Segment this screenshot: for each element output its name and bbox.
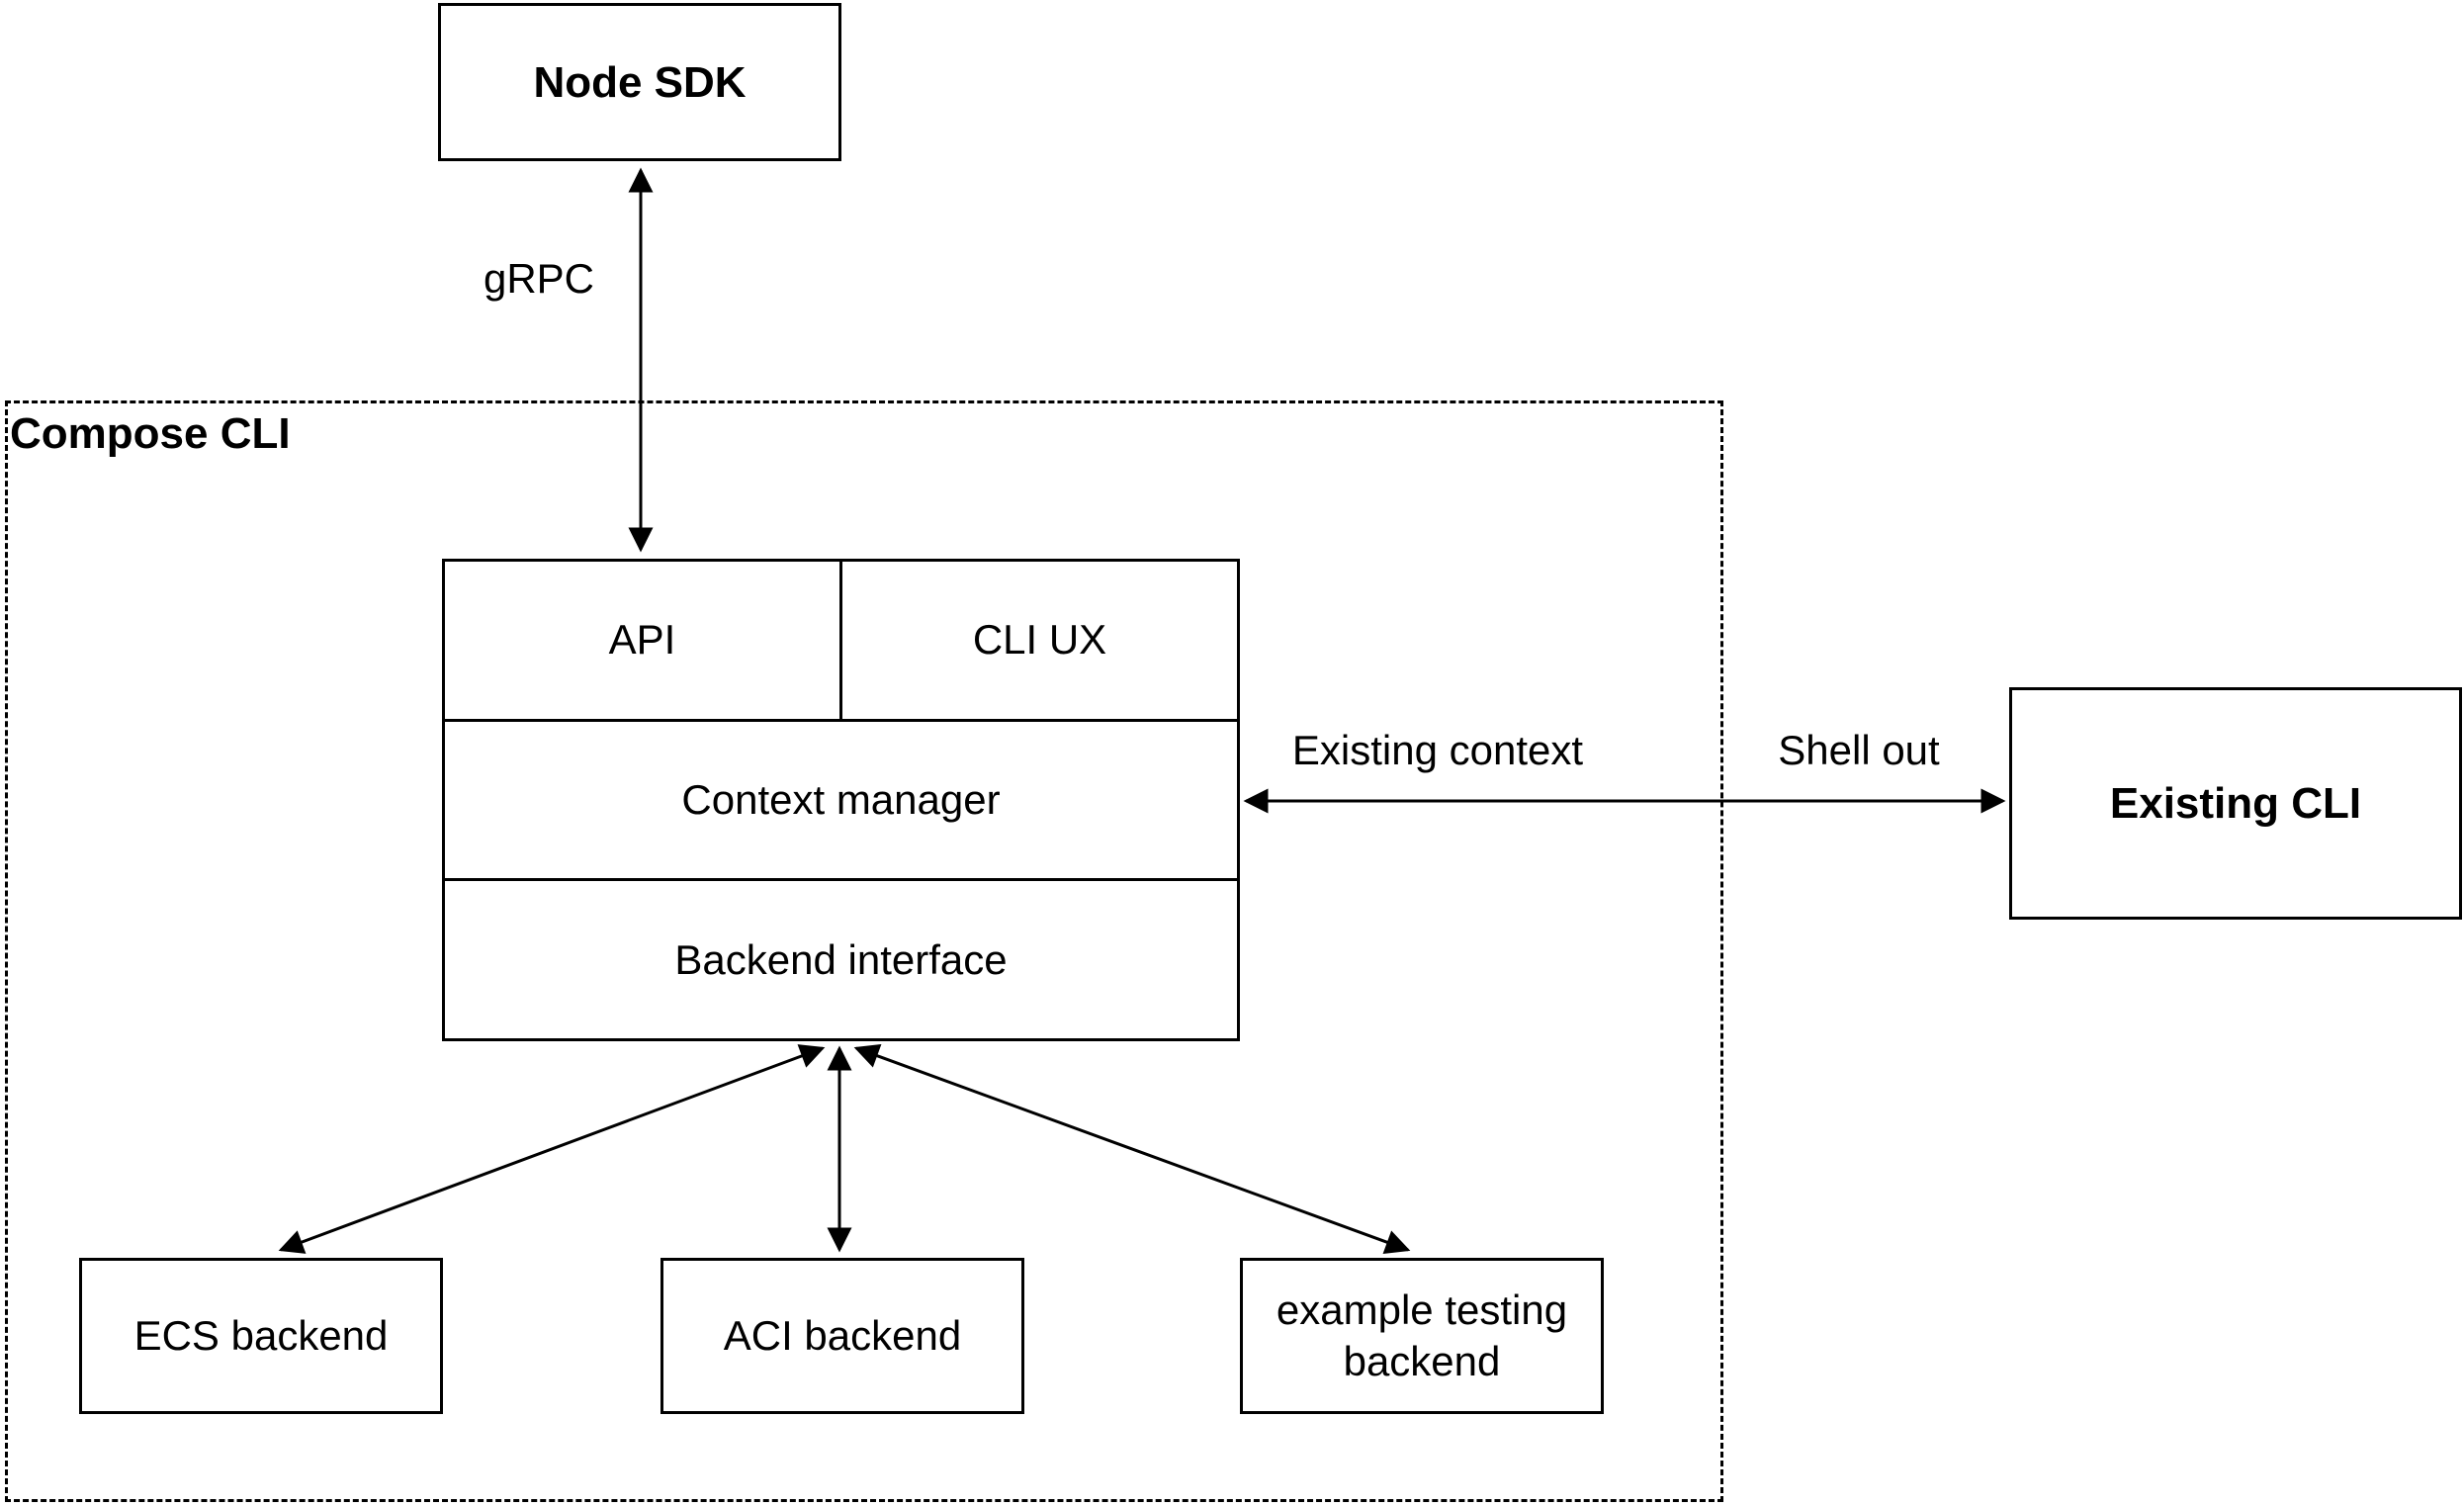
example-testing-backend-label: example testing backend <box>1276 1285 1568 1385</box>
api-box: API <box>445 562 839 719</box>
compose-cli-container-label: Compose CLI <box>10 409 291 458</box>
compose-cli-container <box>5 400 1723 1502</box>
api-label: API <box>608 616 676 664</box>
existing-context-edge-label: Existing context <box>1291 727 1584 773</box>
cli-ux-label: CLI UX <box>972 616 1107 664</box>
grpc-edge-label: gRPC <box>483 255 595 302</box>
existing-cli-box: Existing CLI <box>2009 687 2462 920</box>
context-manager-label: Context manager <box>681 776 1001 823</box>
node-sdk-box: Node SDK <box>438 3 841 161</box>
node-sdk-label: Node SDK <box>533 57 747 107</box>
example-testing-backend-box: example testing backend <box>1240 1258 1604 1414</box>
existing-cli-label: Existing CLI <box>2109 779 2362 828</box>
cli-ux-box: CLI UX <box>839 562 1237 719</box>
stack-top-row: API CLI UX <box>445 562 1237 719</box>
stack-bottom-row: Backend interface <box>445 878 1237 1038</box>
backend-interface-box: Backend interface <box>445 881 1237 1038</box>
context-manager-box: Context manager <box>445 722 1237 879</box>
aci-backend-label: ACI backend <box>723 1311 962 1359</box>
aci-backend-box: ACI backend <box>660 1258 1024 1414</box>
shell-out-edge-label: Shell out <box>1778 727 1940 773</box>
ecs-backend-box: ECS backend <box>79 1258 443 1414</box>
ecs-backend-label: ECS backend <box>133 1311 389 1359</box>
stack-middle-row: Context manager <box>445 718 1237 879</box>
backend-interface-label: Backend interface <box>674 935 1008 983</box>
compose-cli-stack: API CLI UX Context manager Backend inter… <box>442 559 1240 1041</box>
